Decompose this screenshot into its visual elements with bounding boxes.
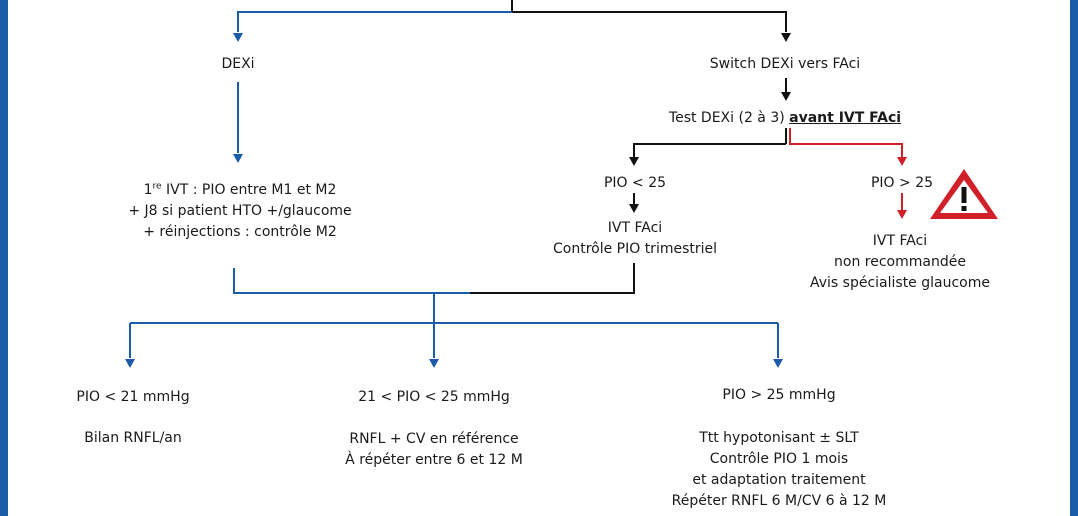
connector-to-pio-gt-25 xyxy=(789,128,903,157)
arrowhead-dexi xyxy=(233,33,243,42)
arrowhead-pio-lt-21 xyxy=(125,359,135,368)
connector-to-pio-lt-25 xyxy=(633,143,786,157)
arrowhead-pio-gt-25-mmhg xyxy=(773,359,783,368)
arrowhead-ivt-faci xyxy=(629,204,639,213)
node-bilan-rnfl: Bilan RNFL/an xyxy=(84,430,182,446)
node-test-dexi: Test DEXi (2 à 3) avant IVT FAci xyxy=(668,110,902,126)
arrowhead-pio-21-25 xyxy=(429,359,439,368)
node-switch-dexi-faci: Switch DEXi vers FAci xyxy=(709,56,861,72)
arrowhead-test xyxy=(781,92,791,101)
node-ivt-faci: IVT FAci Contrôle PIO trimestriel xyxy=(552,220,718,257)
arrowhead-ivt-monitoring xyxy=(233,154,243,163)
node-pio-gt-25-mmhg: PIO > 25 mmHg xyxy=(722,387,836,403)
node-pio-21-25: 21 < PIO < 25 mmHg xyxy=(358,389,510,405)
emphasis-avant-ivt-faci: avant IVT FAci xyxy=(789,110,902,126)
connector-merge-right xyxy=(470,263,635,294)
node-pio-lt-21: PIO < 21 mmHg xyxy=(76,389,190,405)
arrowhead-pio-gt-25 xyxy=(897,157,907,166)
node-pio-lt-25: PIO < 25 xyxy=(603,175,667,191)
node-pio-gt-25: PIO > 25 xyxy=(870,175,934,191)
connector-to-switch xyxy=(512,11,787,32)
node-dexi: DEXi xyxy=(221,56,255,72)
connector-to-dexi xyxy=(237,11,512,32)
arrowhead-not-recommended xyxy=(897,210,907,219)
node-ivt-monitoring: 1re IVT : PIO entre M1 et M2 + J8 si pat… xyxy=(128,181,352,240)
connector-merge-left xyxy=(233,268,470,294)
node-rnfl-cv: RNFL + CV en référence À répéter entre 6… xyxy=(345,431,523,468)
node-ttt-hypotonisant: Ttt hypotonisant ± SLT Contrôle PIO 1 mo… xyxy=(671,430,887,509)
warning-triangle-icon xyxy=(930,169,998,219)
node-not-recommended: IVT FAci non recommandée Avis spécialist… xyxy=(809,233,990,291)
arrowhead-pio-lt-25 xyxy=(629,157,639,166)
arrowhead-switch xyxy=(781,33,791,42)
